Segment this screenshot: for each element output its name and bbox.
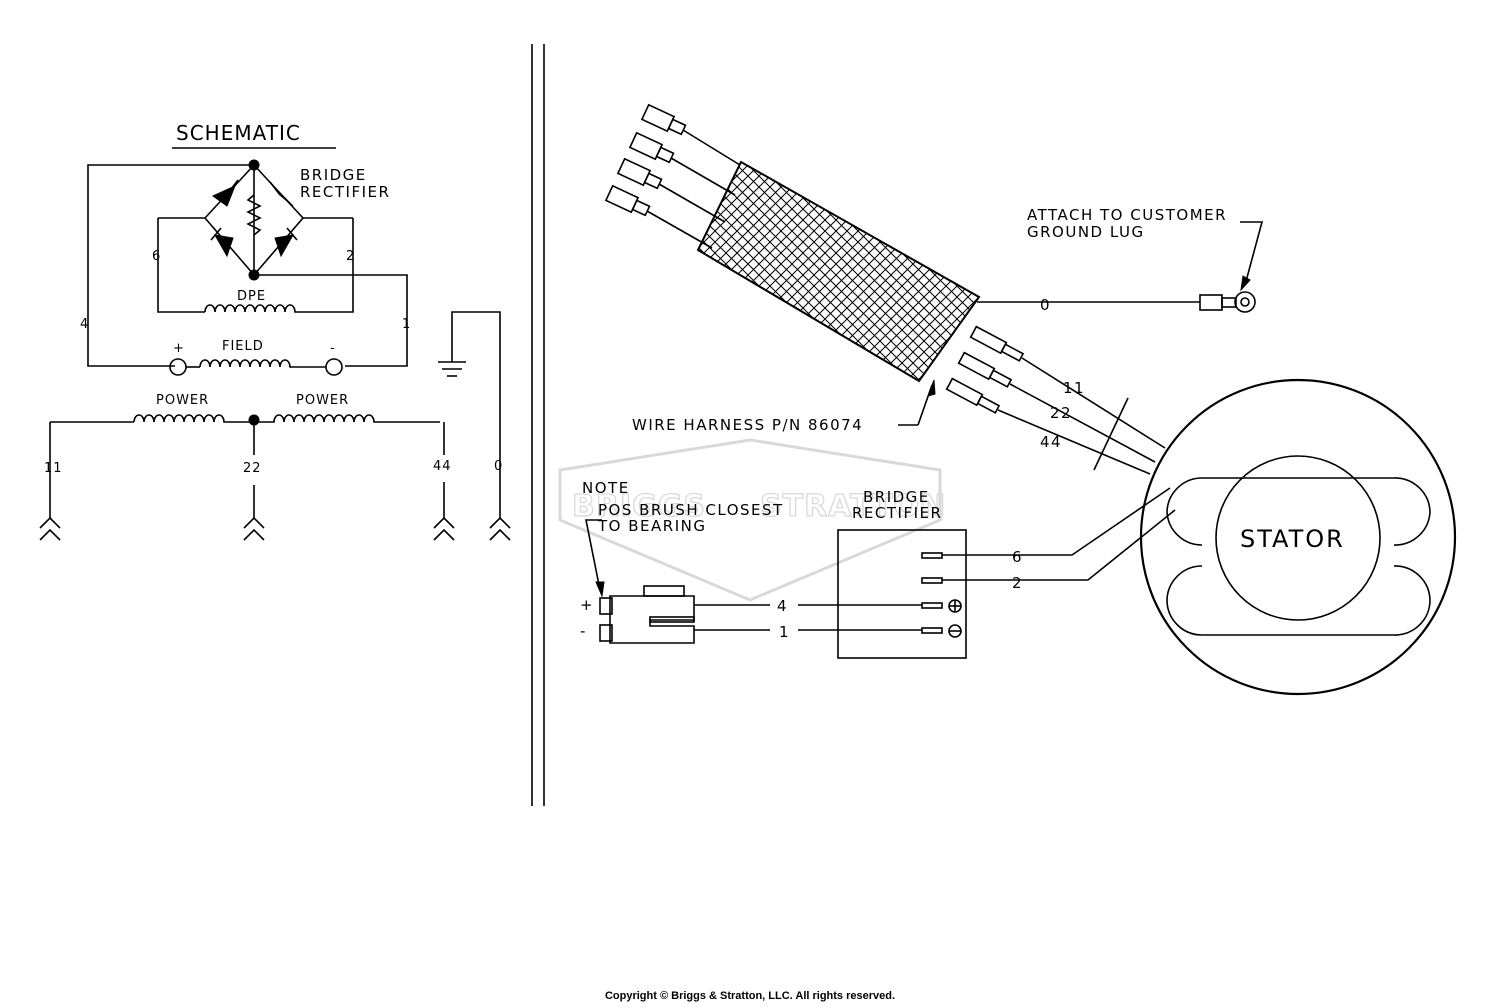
wiring-wire-0-label: 0 [1040, 296, 1051, 314]
wire-6-path [157, 218, 205, 313]
note-title: NOTE [582, 479, 630, 497]
ground-note-leader [1240, 221, 1264, 286]
watermark-brand: BRIGGS [572, 489, 706, 524]
note-leader [585, 519, 602, 591]
bridge-label-line1: BRIDGE [300, 166, 367, 184]
brush-assembly [599, 585, 695, 644]
connector-chevrons [39, 516, 511, 541]
watermark-brand2: STRATTON [760, 489, 946, 524]
dpe-label: DPE [237, 289, 266, 304]
rect-label-line1: BRIDGE [863, 488, 930, 506]
rectifier-box [837, 529, 967, 659]
power-coil-left [133, 414, 250, 423]
brush-minus-label: - [580, 622, 587, 640]
power-leads [945, 325, 1166, 475]
field-plus-label: + [173, 341, 185, 356]
ground-note-line2: GROUND LUG [1027, 223, 1145, 241]
wiring-panel: 0 ATTACH TO CUSTOMER GROUND LUG [580, 103, 1457, 696]
field-label: FIELD [222, 339, 264, 354]
wire-2-label: 2 [346, 249, 355, 264]
copyright-footer: Copyright © Briggs & Stratton, LLC. All … [604, 990, 896, 1002]
power-coil-right [254, 414, 440, 423]
wire-0-label: 0 [494, 459, 503, 474]
field-coil [199, 359, 294, 368]
rectifier-wire-6 [942, 487, 1171, 556]
field-terminal-minus [325, 358, 343, 376]
wire-4-path [87, 164, 254, 367]
wire-6-label: 6 [152, 249, 161, 264]
bridge-label-line2: RECTIFIER [300, 183, 390, 201]
harness-label: WIRE HARNESS P/N 86074 [632, 416, 863, 434]
wire-1-label: 1 [402, 317, 411, 332]
wire-44-label: 44 [433, 459, 452, 474]
bridge-rectifier-symbol [158, 159, 353, 281]
wiring-wire-1-label: 1 [779, 623, 790, 641]
wiring-wire-4-label: 4 [777, 597, 788, 615]
ground-note-line1: ATTACH TO CUSTOMER [1027, 206, 1227, 224]
dpe-coil [204, 304, 298, 313]
note-line2: TO BEARING [597, 517, 706, 535]
power-right-label: POWER [296, 393, 349, 408]
wiring-wire-44-label: 44 [1040, 433, 1062, 451]
wiring-wire-2-label: 2 [1012, 574, 1023, 592]
note-line1: POS BRUSH CLOSEST [598, 501, 784, 519]
field-minus-label: - [330, 341, 336, 356]
field-terminal-plus [169, 358, 187, 376]
power-left-label: POWER [156, 393, 209, 408]
watermark: BRIGGS STRATTON [558, 438, 946, 602]
wiring-wire-22-label: 22 [1050, 404, 1072, 422]
wiring-wire-6-label: 6 [1012, 548, 1023, 566]
ground-symbol [438, 311, 501, 518]
wiring-wire-11-label: 11 [1063, 379, 1085, 397]
brush-plus-label: + [580, 596, 594, 614]
wire-11-label: 11 [44, 461, 63, 476]
wire-22-label: 22 [243, 461, 262, 476]
wire-2-path [298, 218, 354, 313]
schematic-panel: SCHEMATIC BRIDGE RECTIFIER 4 [39, 121, 511, 541]
panel-divider [531, 44, 545, 806]
schematic-title: SCHEMATIC [176, 121, 301, 145]
ground-lug [1199, 291, 1256, 313]
wire-1-path [254, 274, 408, 367]
rectifier-wire-2 [942, 509, 1176, 581]
wire-4-label: 4 [80, 317, 89, 332]
rectifier-terminals [921, 552, 962, 638]
wire-harness-sleeve [696, 160, 981, 383]
rect-label-line2: RECTIFIER [852, 504, 942, 522]
stator-label: STATOR [1240, 525, 1345, 553]
